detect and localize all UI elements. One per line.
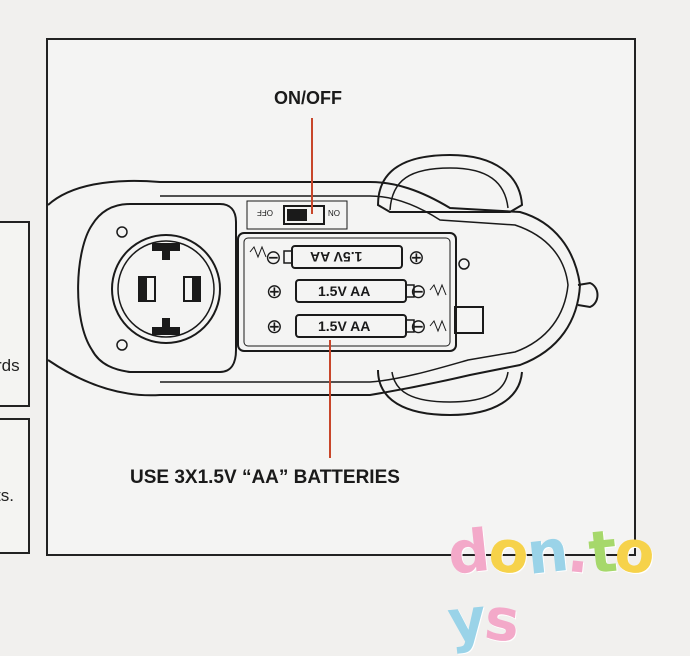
watermark-letter: d xyxy=(444,516,492,588)
top-wheel xyxy=(376,153,524,213)
battery-3-minus: ⊖ xyxy=(410,316,427,338)
toy-battery-diagram xyxy=(47,118,599,458)
switch-off-label: OFF xyxy=(257,208,273,217)
top-wheel-inner xyxy=(389,167,509,211)
power-switch xyxy=(283,205,325,225)
switch-on-label: ON xyxy=(328,208,340,217)
battery-3-plus: ⊕ xyxy=(266,316,283,338)
left-panel-text-2: ts. xyxy=(0,486,14,505)
battery-2-plus: ⊕ xyxy=(266,281,283,303)
battery-3-label: 1.5V AA xyxy=(318,318,371,334)
toy-nose xyxy=(577,281,599,309)
watermark-letter: o xyxy=(612,516,658,588)
watermark-text: don.toys xyxy=(444,516,690,656)
battery-2-minus: ⊖ xyxy=(410,281,427,303)
bottom-wheel xyxy=(377,369,523,417)
battery-instruction: USE 3X1.5V “AA” BATTERIES xyxy=(130,467,400,488)
bottom-wheel-inner xyxy=(391,371,509,403)
watermark-letter: n xyxy=(523,516,572,588)
left-panel-text-1: rds xyxy=(0,356,20,375)
left-panel-box-1: rds xyxy=(0,221,30,407)
battery-2-label: 1.5V AA xyxy=(318,283,371,299)
round-connector xyxy=(111,234,221,344)
battery-1-label: 1.5V AA xyxy=(310,249,363,265)
battery-compartment xyxy=(237,232,457,352)
left-panel-box-2: ts. xyxy=(0,418,30,554)
left-pod-outline xyxy=(77,203,237,373)
watermark-letter: s xyxy=(481,584,522,656)
battery-1-minus: ⊖ xyxy=(265,247,282,269)
toy-body-inner xyxy=(160,195,569,383)
don-toys-watermark: don.toys xyxy=(444,516,690,656)
battery-1-plus: ⊕ xyxy=(408,247,425,269)
on-off-title: ON/OFF xyxy=(274,88,342,108)
toy-body-outline xyxy=(47,179,582,397)
